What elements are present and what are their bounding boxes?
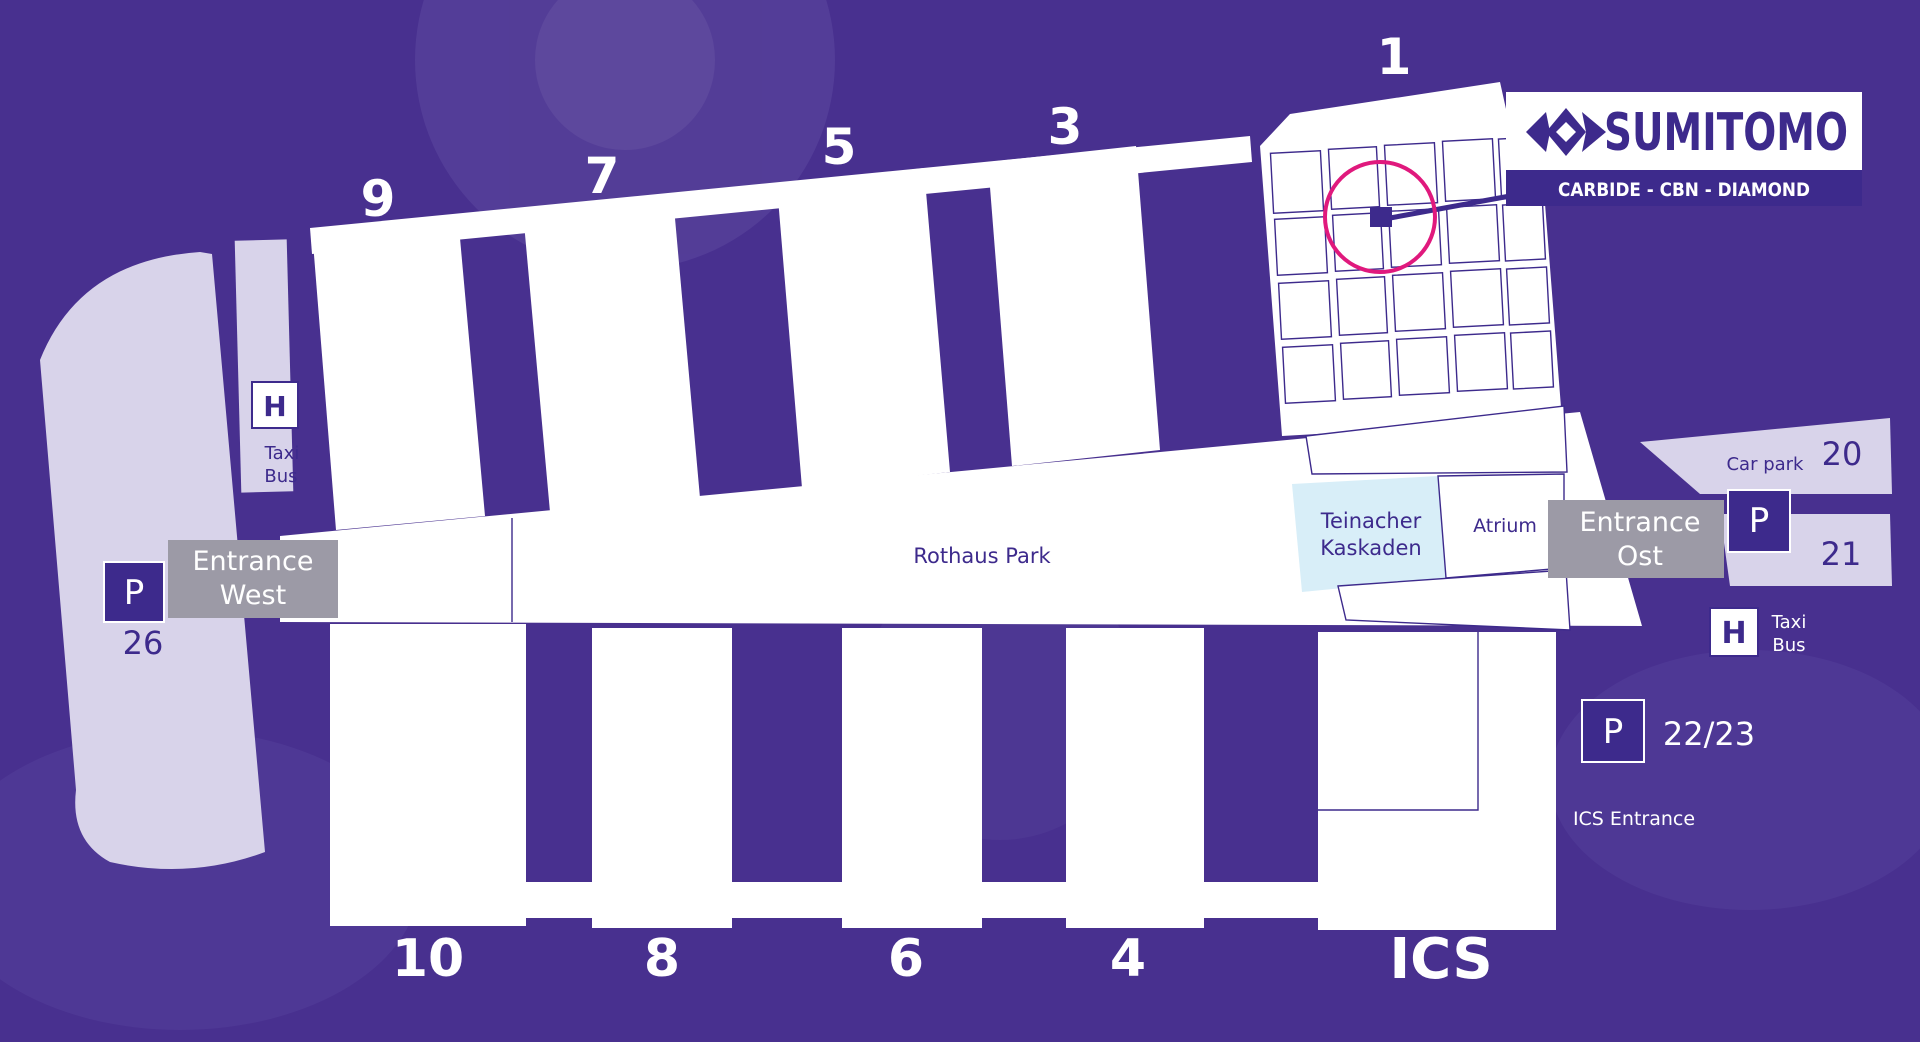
parking-sign-22-23 — [1581, 699, 1645, 763]
ics-inner-line — [1318, 632, 1479, 811]
hall-7-number: 7 — [585, 147, 620, 205]
hall-5-number: 5 — [822, 118, 857, 176]
parking-sign-20-21-letter: P — [1749, 501, 1770, 541]
rothaus-park-label: Rothaus Park — [913, 544, 1051, 568]
teinacher-label-line2: Kaskaden — [1320, 536, 1421, 560]
parking-21-number: 21 — [1821, 535, 1862, 573]
taxi-bus-east[interactable]: H Taxi Bus — [1709, 607, 1807, 657]
hall-9-number: 9 — [361, 170, 396, 228]
hall-10[interactable] — [330, 624, 526, 926]
entrance-west-line2: West — [220, 580, 286, 611]
stand-square — [1370, 207, 1392, 227]
teinacher-label-line1: Teinacher — [1320, 509, 1422, 533]
parking-sign-20-21 — [1727, 489, 1791, 553]
hall-10-number: 10 — [392, 929, 464, 989]
hall-6[interactable] — [842, 628, 982, 928]
parking-area-26[interactable] — [40, 252, 265, 870]
hall-3-number: 3 — [1048, 98, 1083, 156]
stand-highlight-circle — [1323, 160, 1437, 274]
hall-1-number: 1 — [1377, 28, 1412, 86]
parking-sign-26 — [103, 561, 165, 623]
taxi-bus-west[interactable]: H Taxi Bus — [251, 381, 300, 487]
stand-pointer-line — [1389, 193, 1511, 221]
taxi-bus-sign-east — [1709, 607, 1759, 657]
hall-4[interactable] — [1066, 628, 1204, 928]
bus-label-west: Bus — [264, 466, 297, 487]
hall-8[interactable] — [592, 628, 732, 928]
parking-20-number: 20 — [1822, 435, 1863, 473]
logo-tagline: CARBIDE - CBN - DIAMOND — [1558, 179, 1810, 201]
hall-4-number: 4 — [1110, 929, 1146, 989]
taxi-label-west: Taxi — [264, 443, 300, 464]
hall-1-annex — [1305, 405, 1568, 475]
hall-5[interactable] — [777, 168, 950, 488]
taxi-bus-sign-west-letter: H — [263, 390, 286, 423]
bus-label-east: Bus — [1772, 635, 1805, 656]
hall-ics[interactable] — [1318, 632, 1556, 930]
entrance-west-line1: Entrance — [193, 546, 314, 577]
parking-sign-22-23-letter: P — [1603, 712, 1624, 752]
parking-26-number: 26 — [123, 624, 164, 662]
exhibitor-stand-marker[interactable] — [1323, 160, 1511, 274]
entrance-ost-line1: Entrance — [1580, 507, 1701, 538]
car-park-label: Car park — [1726, 454, 1804, 475]
hall-ics-number: ICS — [1389, 927, 1492, 992]
parking-area-20[interactable] — [1640, 418, 1892, 494]
ics-entrance-label: ICS Entrance — [1573, 808, 1695, 830]
hall-1[interactable] — [1260, 82, 1562, 436]
logo-tagline-panel — [1506, 170, 1862, 206]
logo-wordmark: SUMITOMO — [1604, 103, 1848, 163]
turbine-hub — [535, 0, 715, 150]
taxi-bus-strip-west — [234, 239, 294, 493]
taxi-label-east: Taxi — [1771, 612, 1807, 633]
atrium-label: Atrium — [1473, 515, 1537, 537]
hall-3[interactable] — [988, 146, 1160, 466]
hall-9[interactable] — [312, 216, 485, 530]
hall-6-number: 6 — [888, 929, 924, 989]
teinacher-kaskaden-area[interactable] — [1292, 476, 1446, 592]
parking-26[interactable]: P 26 — [103, 561, 165, 662]
hall-7[interactable] — [523, 196, 700, 512]
entrance-ost-box[interactable] — [1548, 500, 1724, 578]
ics-annex — [1337, 569, 1571, 631]
taxi-bus-sign-east-letter: H — [1721, 616, 1746, 651]
parking-20-21[interactable]: Car park 20 P 21 — [1726, 435, 1862, 573]
taxi-bus-sign-west — [251, 381, 299, 429]
sumitomo-logo: SUMITOMO CARBIDE - CBN - DIAMOND — [1506, 92, 1862, 206]
entrance-ost-line2: Ost — [1617, 541, 1663, 572]
hall-8-number: 8 — [644, 929, 680, 989]
hall-1-booth-grid — [1269, 136, 1555, 405]
parking-22-23-number: 22/23 — [1663, 715, 1755, 753]
aircraft-graphic — [1550, 650, 1920, 910]
parking-22-23[interactable]: P 22/23 — [1581, 699, 1755, 763]
sumitomo-mark-icon — [1526, 108, 1606, 156]
parking-sign-26-letter: P — [124, 573, 145, 613]
entrance-west-box[interactable] — [168, 540, 338, 618]
